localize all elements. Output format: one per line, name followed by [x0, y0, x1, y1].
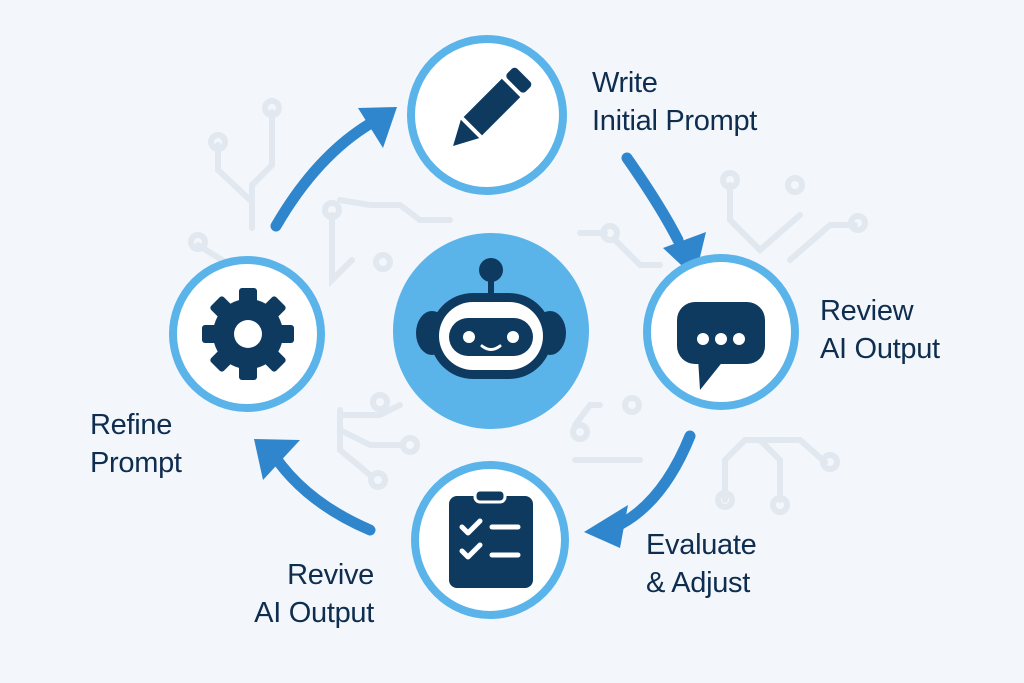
pencil-icon — [453, 67, 532, 146]
step-label-line1: Review — [820, 295, 914, 327]
arrow-refine-to-write — [270, 112, 386, 232]
arrowhead-left — [254, 439, 300, 480]
step-label-revive: Revive AI Output — [254, 556, 374, 632]
step-label-line1: Refine — [90, 409, 173, 441]
step-label-review: Review AI Output — [820, 292, 940, 368]
step-label-line1: Evaluate — [646, 529, 757, 561]
step-circle-evaluate — [411, 461, 569, 619]
step-circle-write — [407, 35, 567, 195]
step-circle-review — [643, 254, 799, 410]
center-robot — [393, 233, 589, 429]
step-label-refine: Refine Prompt — [90, 406, 182, 482]
step-label-line2: & Adjust — [646, 567, 750, 599]
cycle-arrows — [262, 112, 696, 536]
step-label-line2: AI Output — [820, 333, 940, 365]
step-label-line2: AI Output — [254, 597, 374, 629]
clipboard-checklist-icon — [449, 488, 533, 588]
arrowhead-top — [358, 107, 397, 148]
step-label-write: Write Initial Prompt — [592, 64, 757, 140]
step-label-line1: Revive — [287, 559, 374, 591]
arrow-write-to-review — [621, 152, 684, 246]
step-label-evaluate: Evaluate & Adjust — [646, 526, 757, 602]
step-label-line2: Initial Prompt — [592, 105, 758, 137]
step-label-line2: Prompt — [90, 447, 182, 479]
step-circle-refine — [169, 256, 325, 412]
arrowhead-bottom — [584, 505, 628, 548]
gear-icon — [202, 288, 294, 380]
chat-bubble-icon — [677, 302, 765, 390]
robot-icon — [416, 258, 566, 379]
step-label-line1: Write — [592, 67, 658, 99]
circuit-decorations — [188, 98, 868, 515]
